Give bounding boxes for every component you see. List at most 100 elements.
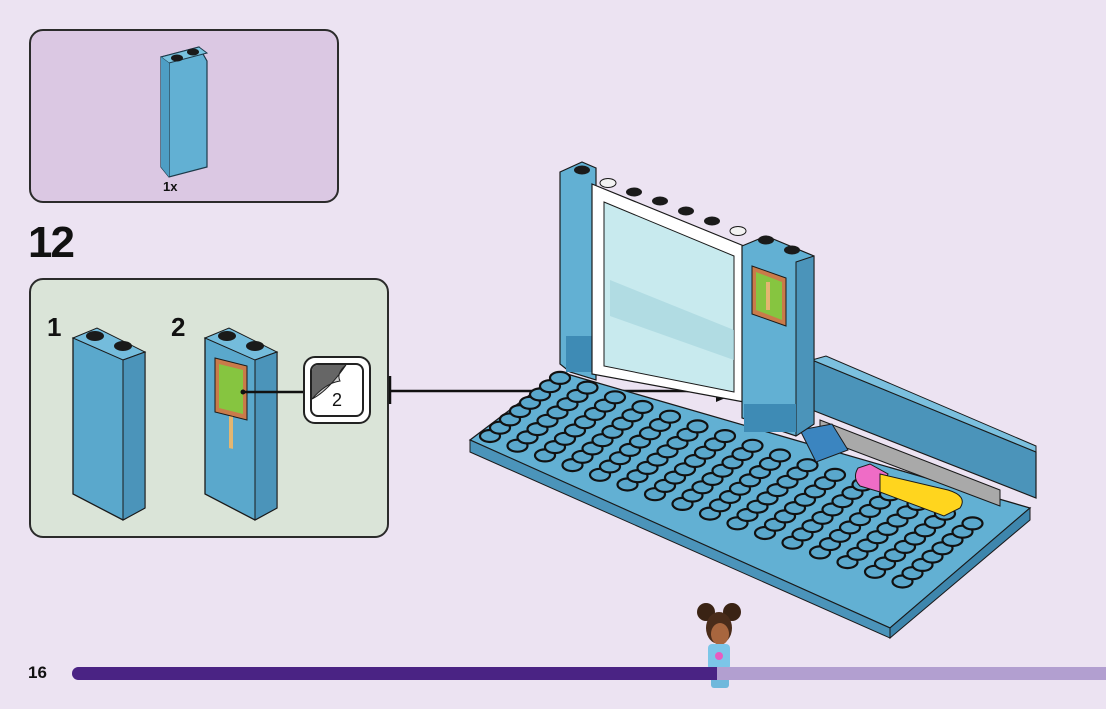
stud [556, 397, 579, 412]
stud [803, 484, 827, 499]
stud [863, 564, 887, 579]
stud [748, 465, 772, 480]
stud [961, 516, 984, 531]
stud [508, 404, 532, 419]
cushion [854, 463, 963, 517]
sub-step-label-2: 2 [171, 312, 186, 342]
baseplate [468, 370, 1032, 640]
stud [791, 527, 814, 542]
stud [896, 505, 919, 520]
stud [703, 437, 727, 452]
stud [848, 512, 872, 527]
stud [653, 478, 677, 493]
stud [571, 449, 594, 464]
stud [516, 430, 539, 445]
stud [773, 509, 797, 524]
build-progress-bar [72, 667, 1106, 680]
giraffe-picture-sticker-icon [751, 265, 787, 327]
stud [646, 452, 669, 467]
stud [858, 503, 882, 518]
stud [736, 507, 759, 523]
stud [756, 491, 779, 506]
stud [648, 417, 672, 433]
stud [911, 557, 934, 573]
brick-sub-step-2 [203, 327, 305, 521]
stud [838, 520, 862, 535]
stud [711, 463, 734, 478]
stud [713, 429, 737, 444]
stud [836, 554, 859, 570]
stud [666, 435, 689, 451]
page-number: 16 [28, 663, 47, 682]
stud [528, 387, 552, 402]
stud [831, 494, 854, 509]
stud [618, 442, 642, 457]
stud [608, 451, 632, 466]
baseplate-studs [478, 370, 984, 589]
stud [721, 455, 744, 470]
stud [781, 535, 804, 550]
stud [701, 471, 724, 487]
stud [691, 480, 714, 495]
step-number: 12 [28, 218, 75, 267]
stud [886, 513, 909, 528]
stud [656, 444, 679, 459]
stud [873, 556, 897, 571]
stud [923, 514, 947, 530]
right-pillar [741, 235, 815, 437]
stud [883, 548, 907, 563]
stud [611, 416, 634, 431]
stud [588, 467, 612, 482]
stud [506, 438, 529, 453]
stud [686, 419, 709, 434]
stud [663, 470, 687, 485]
sub-assembly-drawing [71, 327, 305, 521]
stud [821, 502, 844, 517]
left-pillar [559, 161, 597, 381]
stud [796, 458, 819, 473]
stud [913, 523, 937, 538]
stud [846, 546, 869, 561]
stud [741, 438, 764, 453]
stud [818, 536, 842, 552]
stud [681, 488, 704, 503]
stud [876, 521, 899, 537]
stud [561, 458, 584, 473]
stud [538, 379, 562, 394]
stud [566, 388, 589, 403]
stud [801, 518, 824, 534]
stud [591, 433, 614, 448]
stud [543, 440, 567, 455]
stud [673, 462, 697, 477]
stud [573, 415, 597, 430]
stud [766, 483, 789, 498]
stud [921, 549, 944, 564]
stud [616, 477, 639, 492]
stud [878, 487, 902, 502]
stud [536, 413, 559, 428]
stud [498, 412, 522, 427]
stud [823, 467, 847, 482]
stud [658, 409, 682, 424]
stud [746, 499, 769, 514]
sub-step-label-1: 1 [47, 312, 62, 342]
stud [731, 447, 754, 462]
sticker-number: 2 [331, 390, 342, 410]
stud [763, 517, 787, 532]
stud [708, 498, 732, 513]
stud [728, 481, 752, 496]
stud [841, 485, 864, 500]
bench [799, 355, 1037, 517]
stud [758, 456, 782, 471]
build-progress-fill [72, 667, 717, 680]
stud [671, 496, 694, 511]
stud [621, 408, 644, 423]
stud [856, 538, 879, 553]
stud [636, 460, 659, 475]
stud [478, 428, 502, 444]
stud [951, 524, 974, 539]
part-quantity: 1x [163, 179, 178, 194]
stud [488, 420, 512, 435]
stud [808, 545, 832, 560]
stud [941, 532, 964, 548]
